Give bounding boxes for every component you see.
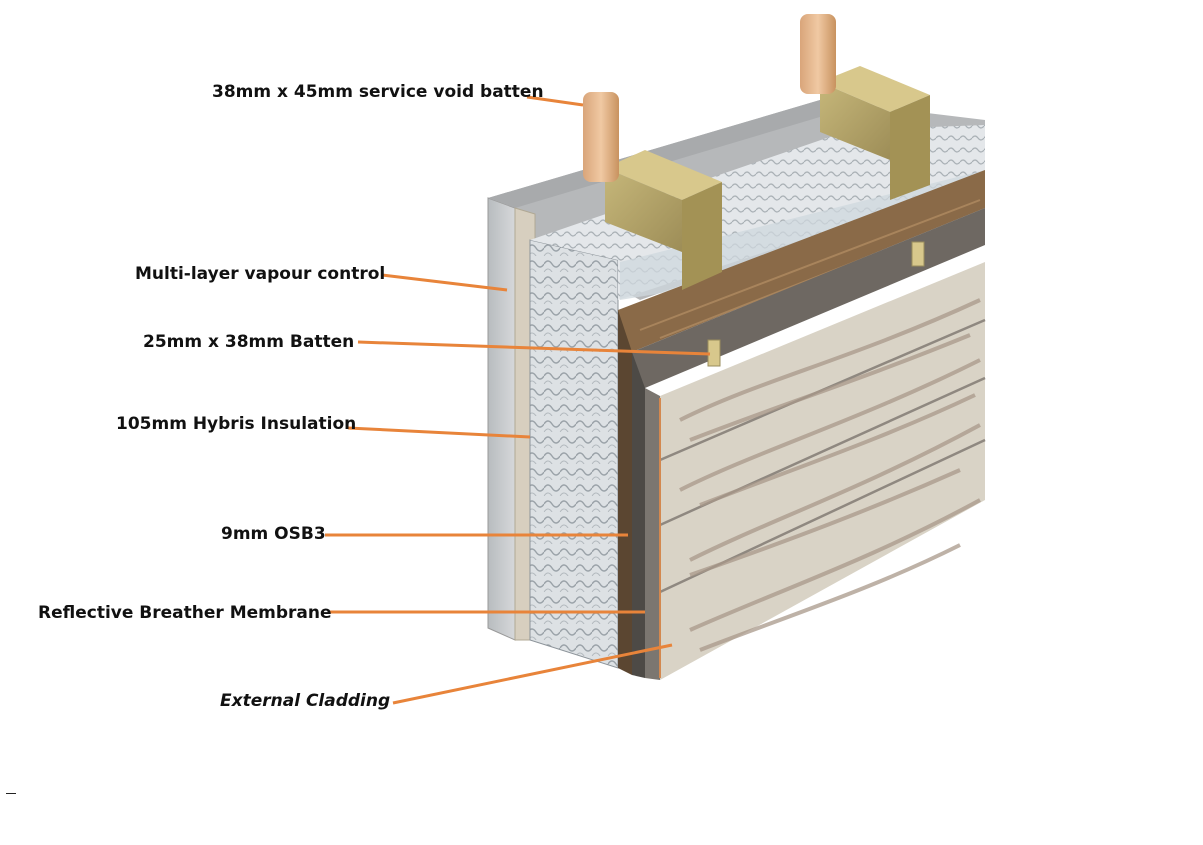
osb-face bbox=[618, 170, 985, 352]
cladding-grain bbox=[679, 298, 981, 652]
stray-dash bbox=[6, 793, 16, 794]
leader-batten bbox=[357, 340, 711, 356]
label-external-cladding: External Cladding bbox=[220, 691, 391, 711]
leader-cladding bbox=[392, 643, 673, 705]
leader-service-void bbox=[526, 95, 584, 107]
service-batten-post-back bbox=[800, 14, 836, 94]
plasterboard-layer bbox=[487, 197, 516, 641]
osb-side bbox=[618, 310, 632, 675]
label-osb: 9mm OSB3 bbox=[221, 524, 326, 544]
top-beam-back bbox=[820, 66, 930, 200]
label-breather-membrane: Reflective Breather Membrane bbox=[38, 603, 332, 623]
leader-lines bbox=[325, 95, 711, 705]
cladding-face bbox=[660, 262, 985, 680]
leader-vapour bbox=[381, 273, 508, 292]
batten-clip-1 bbox=[911, 241, 925, 267]
cladding-side bbox=[645, 388, 660, 680]
membrane-side bbox=[632, 352, 645, 678]
label-insulation: 105mm Hybris Insulation bbox=[116, 414, 357, 434]
insulation-side bbox=[529, 239, 619, 669]
plasterboard-top bbox=[488, 100, 850, 208]
leader-insulation bbox=[347, 426, 531, 439]
label-vapour-control: Multi-layer vapour control bbox=[135, 264, 386, 284]
label-service-void-batten: 38mm x 45mm service void batten bbox=[212, 82, 544, 102]
service-batten-post-front bbox=[583, 92, 619, 182]
top-beam-front bbox=[605, 150, 722, 290]
label-batten: 25mm x 38mm Batten bbox=[143, 332, 355, 352]
